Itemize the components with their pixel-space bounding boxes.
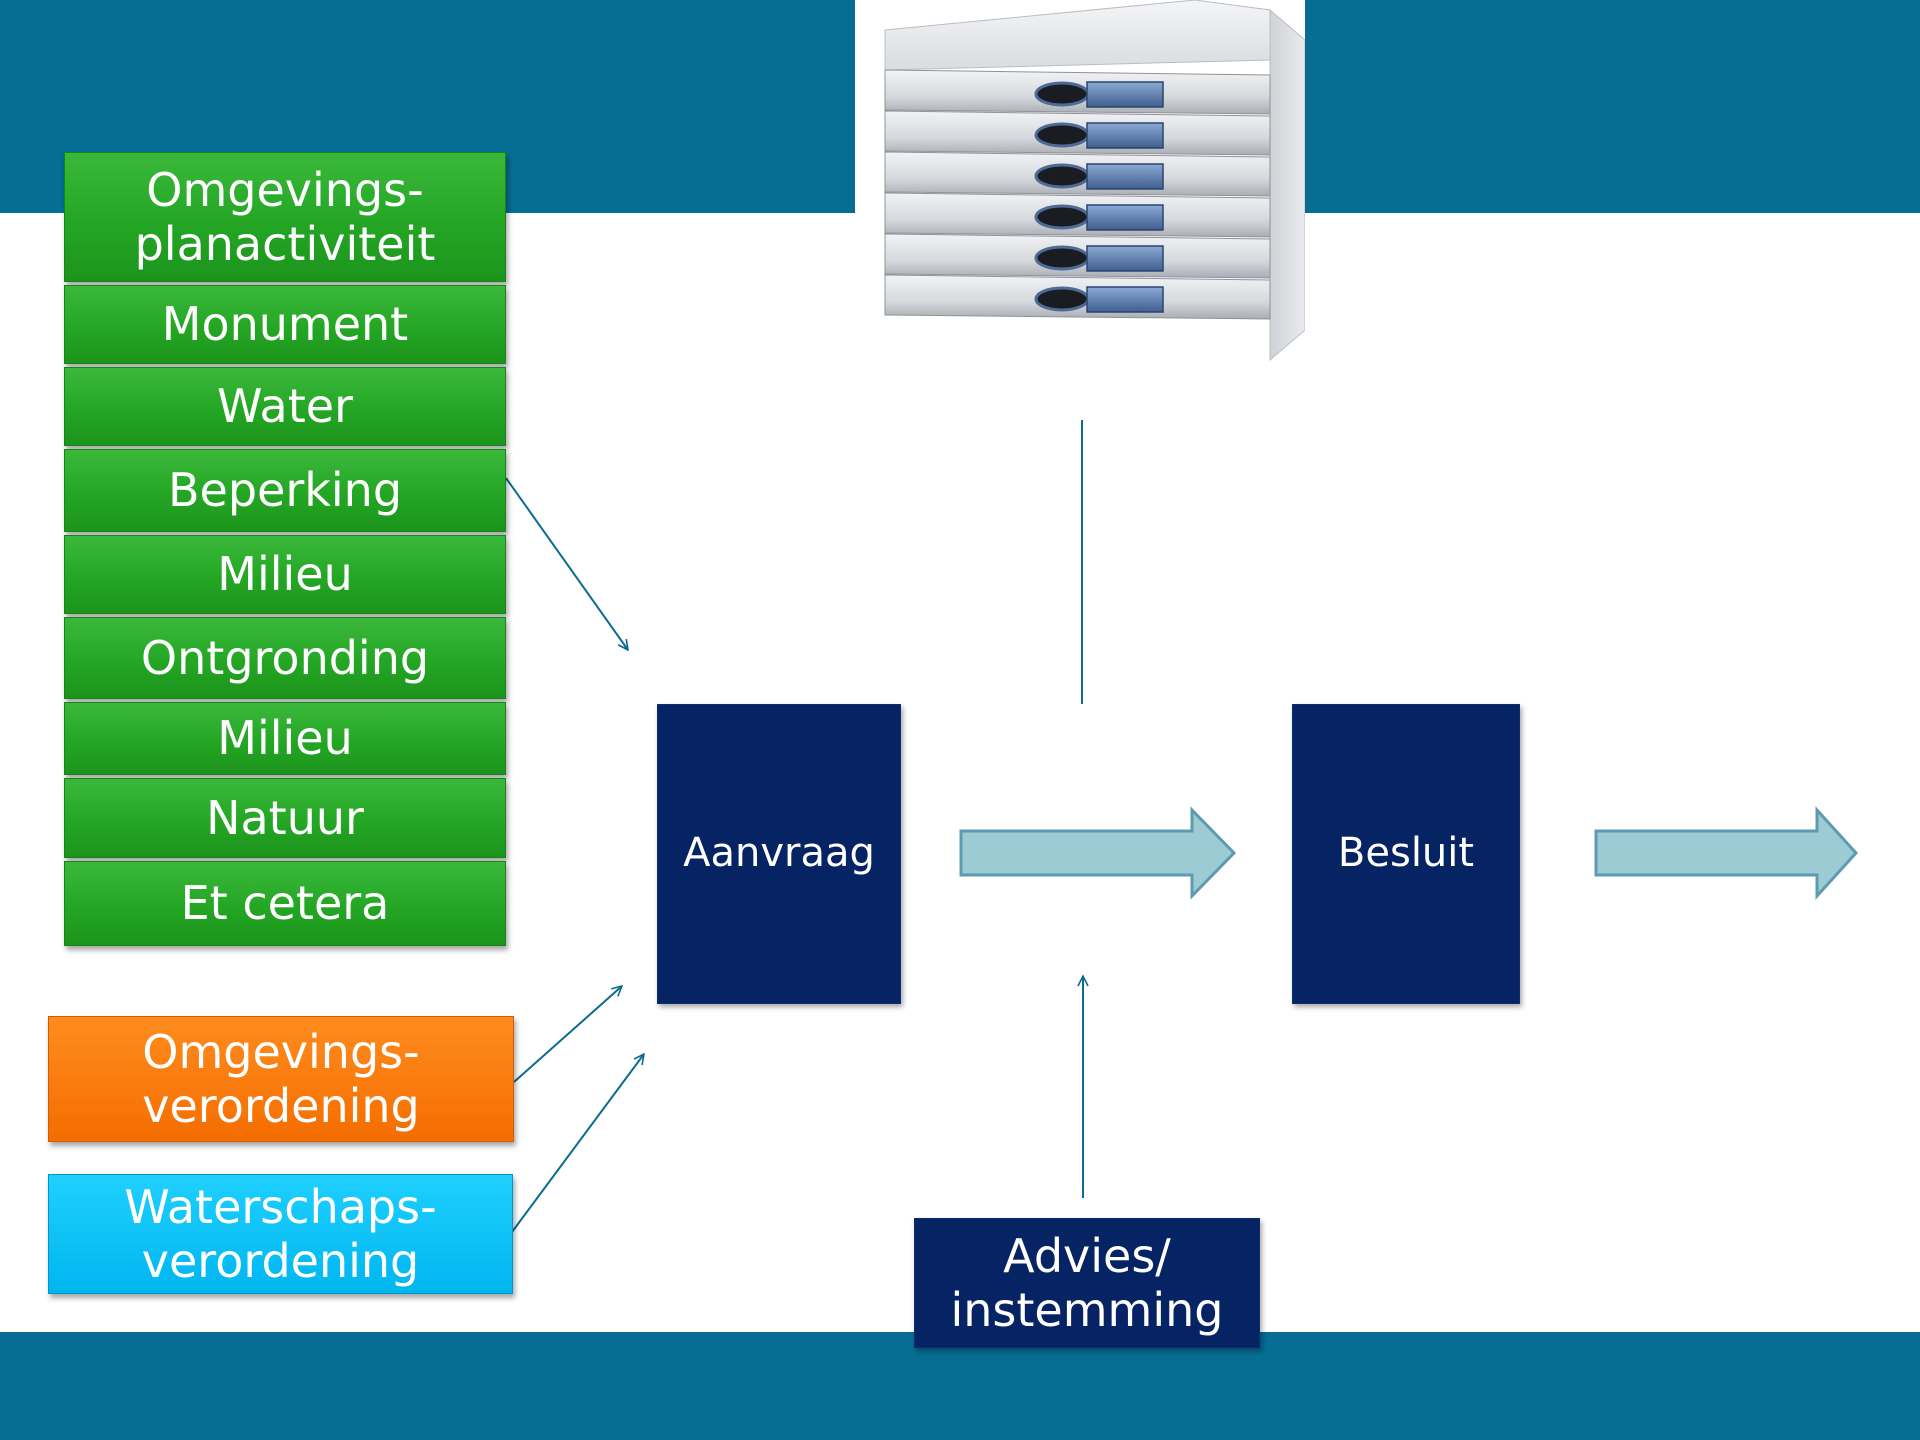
permit-beperking-label: Beperking xyxy=(167,463,403,518)
aanvraag-to-besluit-arrow xyxy=(959,806,1237,900)
aanvraag-label: Aanvraag xyxy=(683,830,875,877)
drawer-label-slot xyxy=(1086,122,1164,149)
waterschapsverordening-to-aanvraag-arrow xyxy=(511,1054,644,1233)
permit-ontgronding: Ontgronding xyxy=(64,617,506,699)
drawer-handle xyxy=(1034,81,1090,107)
drawer-label-slot xyxy=(1086,204,1164,231)
permit-monument: Monument xyxy=(64,285,506,364)
drawer-handle xyxy=(1034,286,1090,312)
drawer-handle xyxy=(1034,204,1090,230)
advies-label: Advies/ instemming xyxy=(950,1228,1224,1337)
besluit-output-arrow xyxy=(1594,806,1859,900)
besluit-box: Besluit xyxy=(1292,704,1520,1004)
permit-milieu-2-label: Milieu xyxy=(217,711,353,766)
waterschapsverordening-label: Waterschaps- verordening xyxy=(124,1179,437,1288)
waterschapsverordening-box: Waterschaps- verordening xyxy=(48,1174,513,1294)
besluit-label: Besluit xyxy=(1337,830,1475,877)
permit-omgevingsplanactiviteit-label: Omgevings- planactiviteit xyxy=(134,162,436,271)
drawer-label-slot xyxy=(1086,81,1164,108)
aanvraag-box: Aanvraag xyxy=(657,704,901,1004)
drawer-handle xyxy=(1034,245,1090,271)
drawer-label-slot xyxy=(1086,286,1164,313)
drawer-label-slot xyxy=(1086,245,1164,272)
permit-milieu-2: Milieu xyxy=(64,702,506,775)
permit-et-cetera: Et cetera xyxy=(64,861,506,946)
drawer-handle xyxy=(1034,122,1090,148)
drawer-handle xyxy=(1034,163,1090,189)
permit-milieu-label: Milieu xyxy=(217,547,353,602)
omgevingsverordening-label: Omgevings- verordening xyxy=(142,1024,420,1133)
permit-water-label: Water xyxy=(217,379,353,434)
permit-monument-label: Monument xyxy=(161,297,409,352)
omgevingsverordening-to-aanvraag-arrow xyxy=(513,986,622,1083)
footer-band xyxy=(0,1332,1920,1440)
permit-natuur-label: Natuur xyxy=(206,790,364,845)
permit-ontgronding-label: Ontgronding xyxy=(140,630,430,685)
advies-box: Advies/ instemming xyxy=(914,1218,1260,1348)
permit-milieu: Milieu xyxy=(64,535,506,614)
permits-to-aanvraag-arrow xyxy=(505,477,628,650)
filing-cabinet-icon xyxy=(855,0,1305,372)
permit-water: Water xyxy=(64,367,506,446)
permit-et-cetera-label: Et cetera xyxy=(180,876,390,931)
permit-omgevingsplanactiviteit: Omgevings- planactiviteit xyxy=(64,152,506,282)
permit-beperking: Beperking xyxy=(64,449,506,532)
permit-natuur: Natuur xyxy=(64,778,506,858)
omgevingsverordening-box: Omgevings- verordening xyxy=(48,1016,514,1142)
drawer-label-slot xyxy=(1086,163,1164,190)
